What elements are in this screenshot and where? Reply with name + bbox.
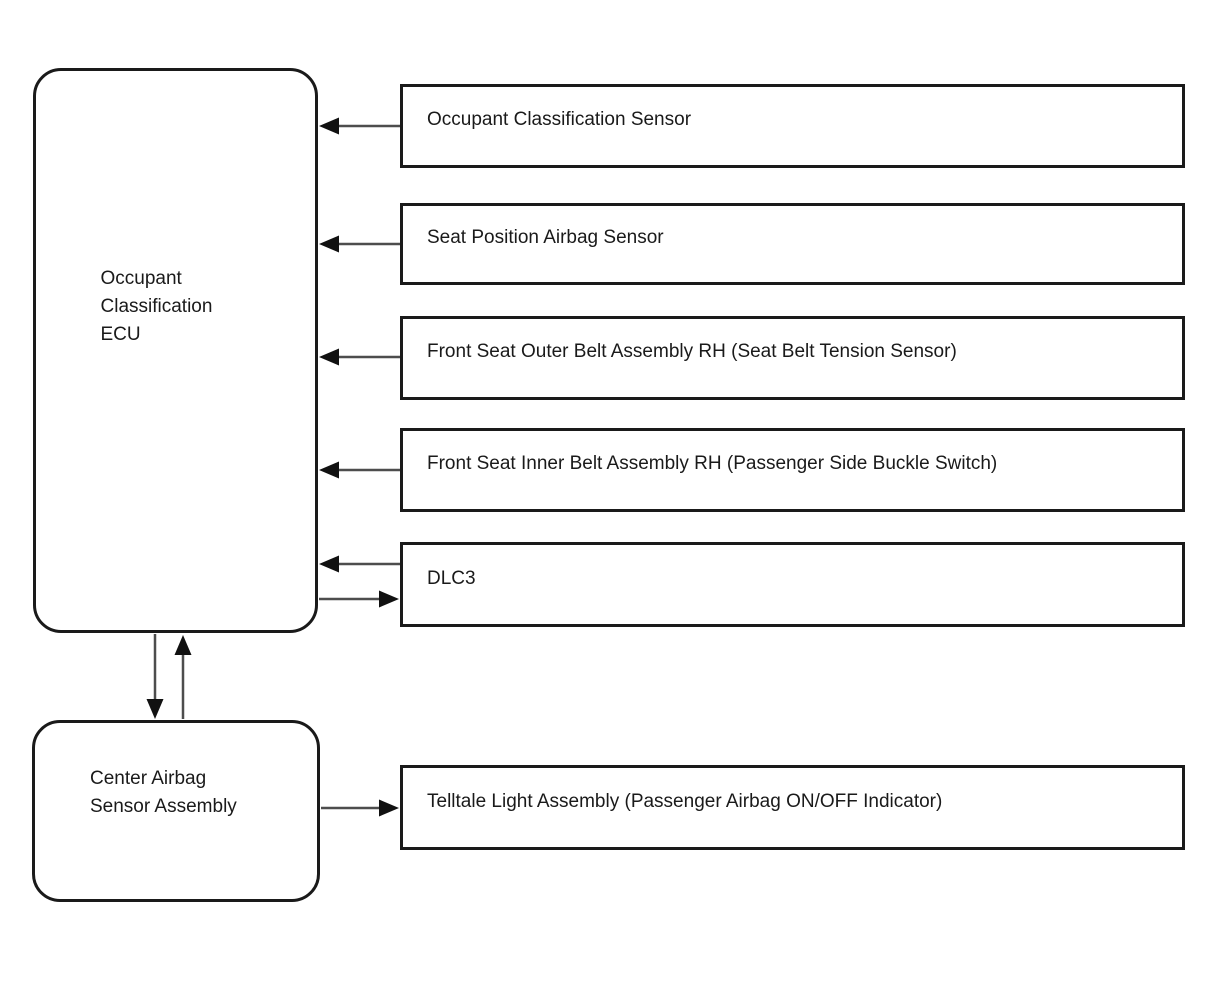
arrow-occupant-classification-sensor-to-ecu	[319, 117, 400, 135]
node-telltale-light-assembly-label: Telltale Light Assembly (Passenger Airba…	[427, 790, 943, 812]
node-occupant-classification-sensor-label: Occupant Classification Sensor	[427, 109, 692, 130]
node-center-airbag-sensor-assembly-label: Center Airbag Sensor Assembly	[90, 768, 237, 817]
node-occupant-classification-ecu: Occupant Classification ECU	[33, 68, 318, 633]
node-front-seat-inner-belt: Front Seat Inner Belt Assembly RH (Passe…	[400, 428, 1185, 512]
node-seat-position-airbag-sensor-label: Seat Position Airbag Sensor	[427, 227, 664, 248]
node-seat-position-airbag-sensor: Seat Position Airbag Sensor	[400, 203, 1185, 285]
node-front-seat-outer-belt: Front Seat Outer Belt Assembly RH (Seat …	[400, 316, 1185, 400]
arrow-dlc3-to-ecu	[319, 555, 400, 573]
arrow-front-seat-inner-belt-to-ecu	[319, 461, 400, 479]
arrow-center-airbag-to-ecu	[174, 635, 192, 719]
node-occupant-classification-sensor: Occupant Classification Sensor	[400, 84, 1185, 168]
node-telltale-light-assembly: Telltale Light Assembly (Passenger Airba…	[400, 765, 1185, 850]
arrow-center-airbag-to-telltale	[321, 799, 399, 817]
node-dlc3: DLC3	[400, 542, 1185, 627]
arrow-front-seat-outer-belt-to-ecu	[319, 348, 400, 366]
node-occupant-classification-ecu-label: Occupant Classification ECU	[100, 267, 213, 345]
node-dlc3-label: DLC3	[427, 567, 476, 589]
node-center-airbag-sensor-assembly: Center Airbag Sensor Assembly	[32, 720, 320, 902]
arrow-seat-position-airbag-sensor-to-ecu	[319, 235, 400, 253]
arrow-ecu-to-dlc3	[319, 590, 399, 608]
node-front-seat-inner-belt-label: Front Seat Inner Belt Assembly RH (Passe…	[427, 453, 998, 474]
arrow-ecu-to-center-airbag	[146, 634, 164, 719]
node-front-seat-outer-belt-label: Front Seat Outer Belt Assembly RH (Seat …	[427, 341, 957, 362]
